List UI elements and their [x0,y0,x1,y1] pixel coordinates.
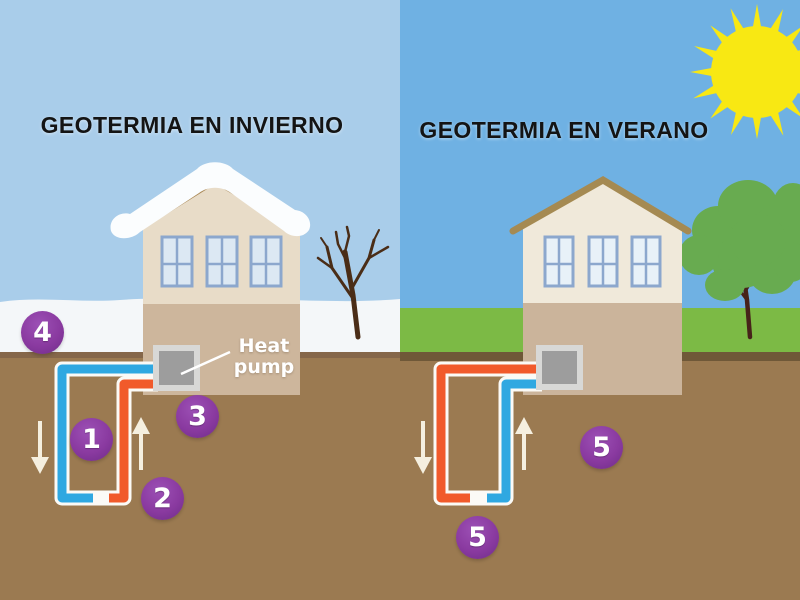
summer-scene [400,0,800,600]
step-marker-5-ground: 5 [580,426,623,469]
winter-house-gable [137,182,303,229]
hot-pipe [109,379,158,503]
hot-pipe [436,364,542,503]
heat-pump-label: Heat pump [228,336,300,378]
step-marker-1: 1 [70,418,113,461]
summer-house [509,175,692,395]
step-marker-2: 2 [141,477,184,520]
step-marker-3: 3 [176,395,219,438]
summer-house-windows [543,235,662,288]
summer-panel-title: GEOTERMIA EN VERANO [419,117,709,143]
summer-flow-arrows [414,417,533,474]
bare-tree-icon [316,225,390,340]
winter-flow-arrows [31,417,150,474]
roof-snow-cap [110,162,311,239]
winter-scene [0,0,400,600]
summer-roof-trim [509,175,692,235]
heat-pump-pointer-line [180,350,231,376]
cold-pipe [487,379,542,503]
step-marker-5-loop: 5 [456,516,499,559]
winter-panel-title: GEOTERMIA EN INVIERNO [40,112,344,138]
step-marker-4: 4 [21,311,64,354]
winter-house-windows [160,235,283,288]
summer-ground-loop-pipes [433,361,542,506]
winter-ground-loop-pipes [54,361,158,506]
cold-pipe [57,364,158,503]
summer-heat-pump-unit [536,345,583,390]
heat-pump-label-line2: pump [233,356,295,378]
summer-house-gable [517,182,688,229]
heat-pump-label-line1: Heat [238,335,290,357]
sun-icon [690,4,800,139]
leafy-tree-icon [679,180,800,340]
